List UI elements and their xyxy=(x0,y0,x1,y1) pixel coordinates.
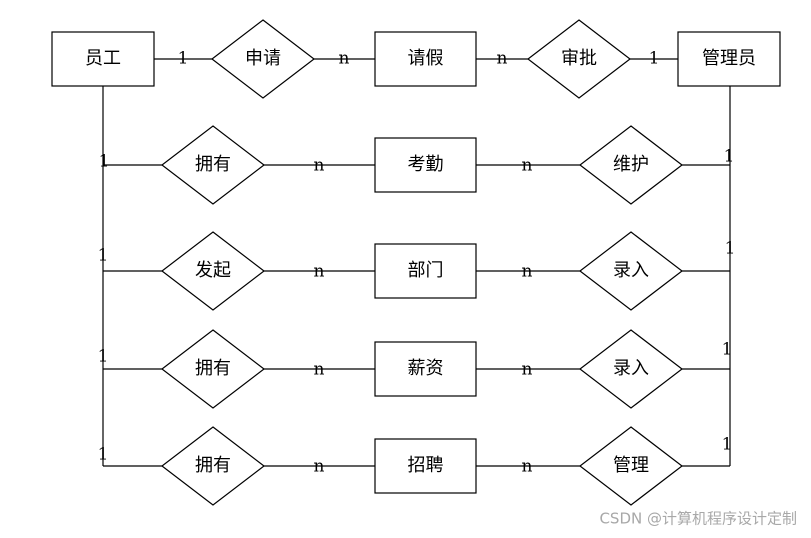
cardinality-have-attendance-attendance: n xyxy=(314,156,325,176)
relation-have-salary-label: 拥有 xyxy=(195,358,231,379)
cardinality-salary-enter: n xyxy=(522,360,533,380)
cardinality-have-salary-salary: n xyxy=(314,360,325,380)
cardinality-enter-salary-admin: 1 xyxy=(722,340,733,360)
cardinality-employee-have-attendance: 1 xyxy=(99,152,110,172)
cardinality-attendance-maintain: n xyxy=(522,156,533,176)
cardinality-approve-admin: 1 xyxy=(649,49,660,69)
cardinality-maintain-admin: 1 xyxy=(724,147,735,167)
entity-recruitment-box xyxy=(374,438,477,494)
relation-have-salary: 拥有 xyxy=(161,329,265,409)
cardinality-employee-have-recruitment: 1 xyxy=(98,445,109,465)
entity-salary: 薪资 xyxy=(374,341,477,397)
entity-department-box xyxy=(374,243,477,299)
relation-manage-label: 管理 xyxy=(613,455,649,476)
cardinality-leave-approve: n xyxy=(497,49,508,69)
relation-maintain-diamond xyxy=(579,125,683,205)
relation-have-attendance-label: 拥有 xyxy=(195,154,231,175)
relation-have-recruitment-diamond xyxy=(161,426,265,506)
entity-recruitment: 招聘 xyxy=(374,438,477,494)
relation-apply-label: 申请 xyxy=(245,48,281,69)
cardinality-markers: 1 n n 1 1 n n 1 1 n n 1 1 n n 1 1 n n 1 xyxy=(98,49,736,477)
relation-initiate: 发起 xyxy=(161,231,265,311)
relation-approve-diamond xyxy=(527,19,631,99)
relation-have-recruitment: 拥有 xyxy=(161,426,265,506)
cardinality-employee-have-salary: 1 xyxy=(98,347,109,367)
entity-recruitment-label: 招聘 xyxy=(408,455,444,476)
entity-leave: 请假 xyxy=(374,31,477,87)
entity-attendance: 考勤 xyxy=(374,137,477,193)
watermark: CSDN @计算机程序设计定制 xyxy=(599,510,797,528)
relation-enter-department-label: 录入 xyxy=(613,260,649,281)
entity-employee-label: 员工 xyxy=(85,48,121,69)
relation-manage: 管理 xyxy=(579,426,683,506)
cardinality-initiate-department: n xyxy=(314,262,325,282)
entity-salary-label: 薪资 xyxy=(408,358,444,379)
entity-leave-box xyxy=(374,31,477,87)
entity-employee-box xyxy=(51,31,155,87)
entity-attendance-box xyxy=(374,137,477,193)
connector-lines xyxy=(102,58,731,467)
cardinality-enter-department-admin: 1 xyxy=(725,239,736,259)
entity-department-label: 部门 xyxy=(408,260,444,281)
entity-attendance-label: 考勤 xyxy=(408,154,444,175)
relation-initiate-label: 发起 xyxy=(195,260,231,281)
relation-apply: 申请 xyxy=(211,19,315,99)
relation-have-attendance: 拥有 xyxy=(161,125,265,205)
cardinality-department-enter: n xyxy=(522,262,533,282)
entity-employee: 员工 xyxy=(51,31,155,87)
relation-have-salary-diamond xyxy=(161,329,265,409)
entity-admin-box xyxy=(677,31,781,87)
cardinality-apply-leave: n xyxy=(339,49,350,69)
relation-have-attendance-diamond xyxy=(161,125,265,205)
cardinality-have-recruitment-recruitment: n xyxy=(314,457,325,477)
entity-leave-label: 请假 xyxy=(408,48,444,69)
cardinality-manage-admin: 1 xyxy=(722,435,733,455)
relation-enter-salary: 录入 xyxy=(579,329,683,409)
relation-approve-label: 审批 xyxy=(561,48,597,69)
relation-manage-diamond xyxy=(579,426,683,506)
cardinality-employee-initiate: 1 xyxy=(98,246,109,266)
relation-enter-salary-label: 录入 xyxy=(613,358,649,379)
entity-admin-label: 管理员 xyxy=(702,48,756,69)
relation-enter-department-diamond xyxy=(579,231,683,311)
relation-enter-salary-diamond xyxy=(579,329,683,409)
relation-apply-diamond xyxy=(211,19,315,99)
entity-department: 部门 xyxy=(374,243,477,299)
cardinality-recruitment-manage: n xyxy=(522,457,533,477)
relation-maintain: 维护 xyxy=(579,125,683,205)
entity-admin: 管理员 xyxy=(677,31,781,87)
relation-approve: 审批 xyxy=(527,19,631,99)
cardinality-employee-apply: 1 xyxy=(178,49,189,69)
relation-have-recruitment-label: 拥有 xyxy=(195,455,231,476)
relation-initiate-diamond xyxy=(161,231,265,311)
entity-salary-box xyxy=(374,341,477,397)
relation-maintain-label: 维护 xyxy=(613,154,649,175)
relation-enter-department: 录入 xyxy=(579,231,683,311)
